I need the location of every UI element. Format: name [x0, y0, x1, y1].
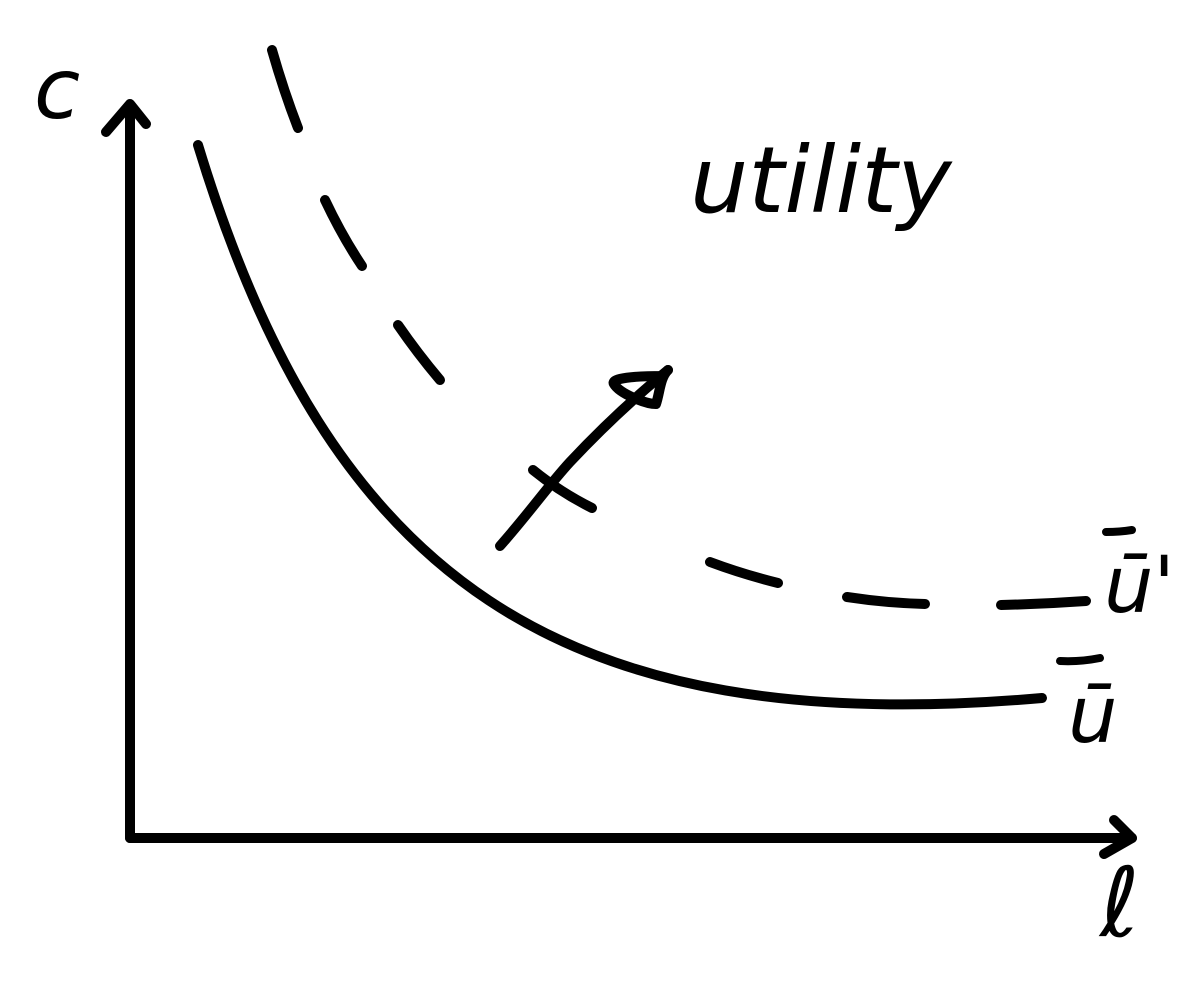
- u-prime-bar: [1102, 526, 1136, 536]
- curve-label-u: ū: [1068, 671, 1117, 761]
- dash-segment: [267, 45, 303, 133]
- dash-segment: [320, 195, 367, 271]
- axes: [101, 99, 1137, 859]
- y-axis-label: c: [34, 40, 80, 138]
- curve-label-u-prime-group: ū': [1102, 526, 1175, 631]
- indifference-curve-u: [193, 140, 1047, 710]
- x-axis-label: ℓ: [1098, 847, 1140, 959]
- dash-segment: [705, 557, 783, 588]
- dash-segment: [842, 592, 930, 609]
- curve-label-u-prime: ū': [1104, 541, 1175, 631]
- utility-direction-arrow: [495, 365, 673, 551]
- curve-label-u-group: ū: [1056, 654, 1117, 761]
- y-axis-arrowhead: [101, 99, 151, 137]
- x-axis-arrowhead: [1099, 815, 1137, 859]
- u-bar: [1056, 654, 1104, 666]
- utility-annotation: utility: [690, 127, 953, 234]
- arrow-cross-mark: [528, 465, 597, 513]
- indifference-curve-u-prime: [267, 45, 1091, 610]
- arrow-head: [608, 365, 673, 409]
- dash-segment: [393, 320, 445, 385]
- dash-segment: [996, 596, 1091, 610]
